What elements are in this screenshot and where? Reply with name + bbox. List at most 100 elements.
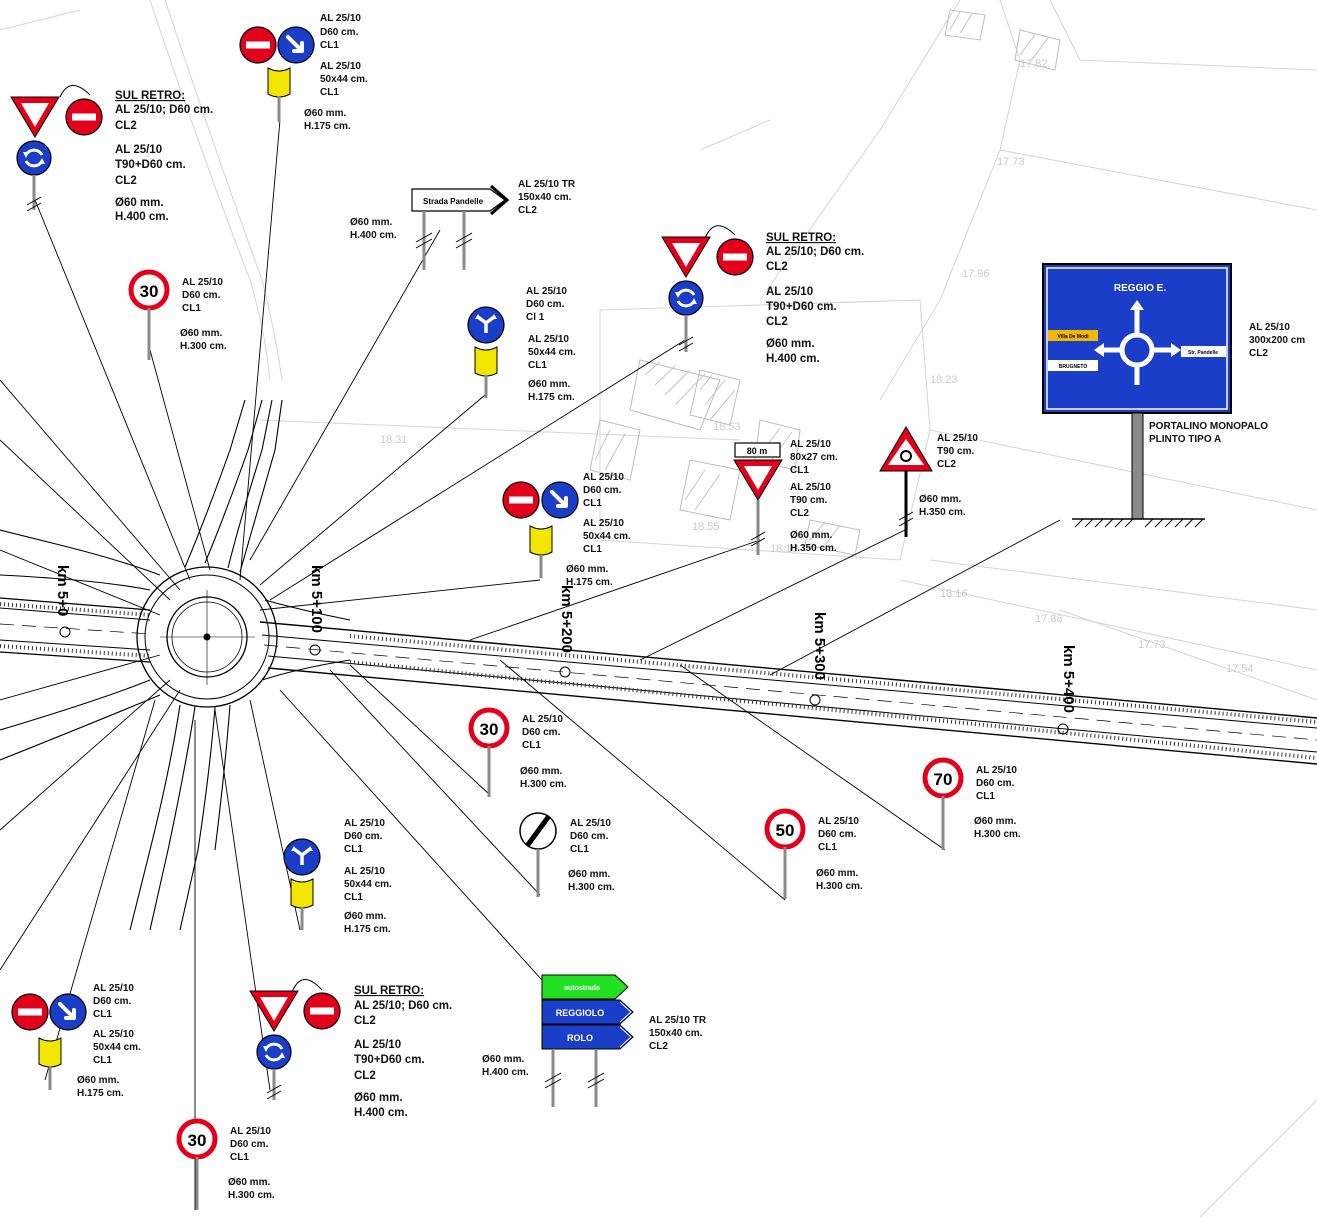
speed-limit-value: 50 (776, 821, 795, 840)
destination-plate (1048, 360, 1098, 371)
km-marker: km 5+300 (811, 612, 828, 680)
spec-line: CL1 (976, 791, 995, 802)
spec-line: Ø60 mm. (766, 338, 815, 350)
spec-line: PLINTO TIPO A (1149, 434, 1221, 445)
sign-spec-text: AL 25/10 80x27 cm. CL1 AL 25/10 T90 cm. … (790, 439, 838, 554)
no-entry-sign (716, 238, 754, 276)
spec-line: T90+D60 cm. (766, 301, 837, 313)
spec-line: CL1 (230, 1152, 249, 1163)
spec-line: D60 cm. (976, 778, 1015, 789)
speed-limit-value: 30 (188, 1131, 207, 1150)
sign-roundabout-directions-reggio: REGGIO E. Villa De Modi BRUGNETO Str. Pa… (1042, 263, 1305, 528)
spec-line: AL 25/10 (583, 472, 624, 483)
elevation-label: 17.96 (962, 268, 990, 280)
spec-line: Ø60 mm. (304, 108, 346, 119)
spec-line: D60 cm. (320, 27, 359, 38)
spec-line: AL 25/10 (115, 144, 162, 156)
spec-line: Ø60 mm. (115, 197, 164, 209)
spec-line: AL 25/10; D60 cm. (115, 104, 213, 116)
yellow-plate (529, 525, 553, 556)
spec-line: Ø60 mm. (354, 1092, 403, 1104)
plate-text: ROLO (567, 1033, 593, 1043)
sign-speed-limit-30-top: 30 AL 25/10 D60 cm. CL1 Ø60 mm. H.300 cm… (131, 272, 227, 360)
sign-direction-stack: autostrada REGGIOLO ROLO AL 25/10 TR 150… (482, 974, 707, 1107)
spec-line: 50x44 cm. (583, 531, 631, 542)
spec-line: H.175 cm. (566, 577, 613, 588)
spec-line: AL 25/10 (526, 286, 567, 297)
spec-line: AL 25/10; D60 cm. (354, 1000, 452, 1012)
spec-line: Ø60 mm. (350, 217, 392, 228)
spec-line: CL1 (320, 40, 339, 51)
spec-line: CL1 (522, 740, 541, 751)
sign-direction-strada-pandelle: Strada Pandelle AL 25/10 TR 150x40 cm. C… (350, 179, 576, 270)
spec-line: Ø60 mm. (974, 816, 1016, 827)
spec-line: H.400 cm. (482, 1067, 529, 1078)
leader-lines (0, 119, 1061, 1210)
spec-line: AL 25/10 (320, 61, 361, 72)
no-entry-sign (303, 992, 341, 1030)
building-hatching (594, 11, 1049, 546)
spec-line: D60 cm. (522, 727, 561, 738)
spec-line: CL1 (528, 360, 547, 371)
spec-line: Ø60 mm. (180, 328, 222, 339)
spec-line: AL 25/10 (583, 518, 624, 529)
km-marker-circle (559, 666, 571, 678)
spec-line: CL1 (583, 498, 602, 509)
spec-line: Ø60 mm. (566, 564, 608, 575)
spec-line: CL1 (93, 1055, 112, 1066)
spec-line: AL 25/10 (354, 1039, 401, 1051)
yield-sign (661, 236, 711, 278)
spec-line: AL 25/10 (818, 816, 859, 827)
sign-yield-distance-80m: 80 m AL 25/10 80x27 cm. CL1 AL 25/10 T90… (733, 439, 838, 555)
sign-spec-text: AL 25/10 300x200 cm CL2 PORTALINO MONOPA… (1149, 322, 1305, 445)
sign-pass-either-side-2: AL 25/10 D60 cm. CL1 AL 25/10 50x44 cm. … (282, 818, 392, 935)
spec-header: SUL RETRO: (766, 232, 836, 244)
elevation-label: 17.73 (1138, 639, 1166, 651)
spec-line: AL 25/10 (230, 1126, 271, 1137)
spec-line: AL 25/10 (528, 334, 569, 345)
spec-line: AL 25/10 (766, 286, 813, 298)
spec-line: CL2 (649, 1041, 668, 1052)
sign-pass-either-side-1: AL 25/10 D60 cm. Cl 1 AL 25/10 50x44 cm.… (466, 286, 576, 403)
spec-line: CL1 (790, 465, 809, 476)
speed-limit-value: 30 (480, 720, 499, 739)
spec-line: 50x44 cm. (344, 879, 392, 890)
spec-line: CL2 (790, 508, 809, 519)
spec-line: Ø60 mm. (482, 1054, 524, 1065)
spec-line: Ø60 mm. (528, 379, 570, 390)
elevation-label: 18.16 (940, 588, 968, 600)
branch-roads (0, 399, 351, 931)
spec-line: AL 25/10 (570, 818, 611, 829)
sign-spec-text: AL 25/10 T90 cm. CL2 Ø60 mm. H.350 cm. (919, 433, 978, 518)
sign-yield-roundabout-3: SUL RETRO: AL 25/10; D60 cm. CL2 AL 25/1… (249, 979, 452, 1119)
elevation-label: 17.88 (1035, 613, 1063, 625)
spec-line: 80x27 cm. (790, 452, 838, 463)
spec-line: H.300 cm. (974, 829, 1021, 840)
sign-spec-text: AL 25/10 TR 150x40 cm. CL2 Ø60 mm. H.400… (482, 1015, 707, 1078)
spec-line: AL 25/10 (976, 765, 1017, 776)
yield-sign (249, 990, 299, 1032)
sign-spec-text: SUL RETRO: AL 25/10; D60 cm. CL2 AL 25/1… (115, 90, 213, 223)
spec-line: 150x40 cm. (649, 1028, 703, 1039)
spec-line: H.175 cm. (77, 1088, 124, 1099)
sign-spec-text: AL 25/10 D60 cm. CL1 AL 25/10 50x44 cm. … (77, 983, 141, 1099)
spec-line: D60 cm. (93, 996, 132, 1007)
km-marker-circle (59, 626, 71, 638)
sign-speed-limit-30-middle: 30 AL 25/10 D60 cm. CL1 Ø60 mm. H.300 cm… (471, 710, 567, 797)
spec-line: D60 cm. (526, 299, 565, 310)
km-marker-circle (809, 694, 821, 706)
spec-line: CL1 (93, 1009, 112, 1020)
spec-line: CL2 (937, 459, 956, 470)
sign-spec-text: AL 25/10 D60 cm. CL1 AL 25/10 50x44 cm. … (344, 818, 392, 935)
spec-line: H.175 cm. (304, 121, 351, 132)
sign-end-restrictions: AL 25/10 D60 cm. CL1 Ø60 mm. H.300 cm. (519, 812, 615, 897)
spec-line: D60 cm. (583, 485, 622, 496)
km-marker: km 5+0 (54, 565, 71, 616)
yellow-plate (290, 878, 314, 909)
spec-line: 50x44 cm. (320, 74, 368, 85)
spec-line: D60 cm. (230, 1139, 269, 1150)
sign-spec-text: AL 25/10 D60 cm. CL1 AL 25/10 50x44 cm. … (566, 472, 631, 588)
spec-line: H.175 cm. (344, 924, 391, 935)
sign-title: REGGIO E. (1114, 283, 1166, 294)
